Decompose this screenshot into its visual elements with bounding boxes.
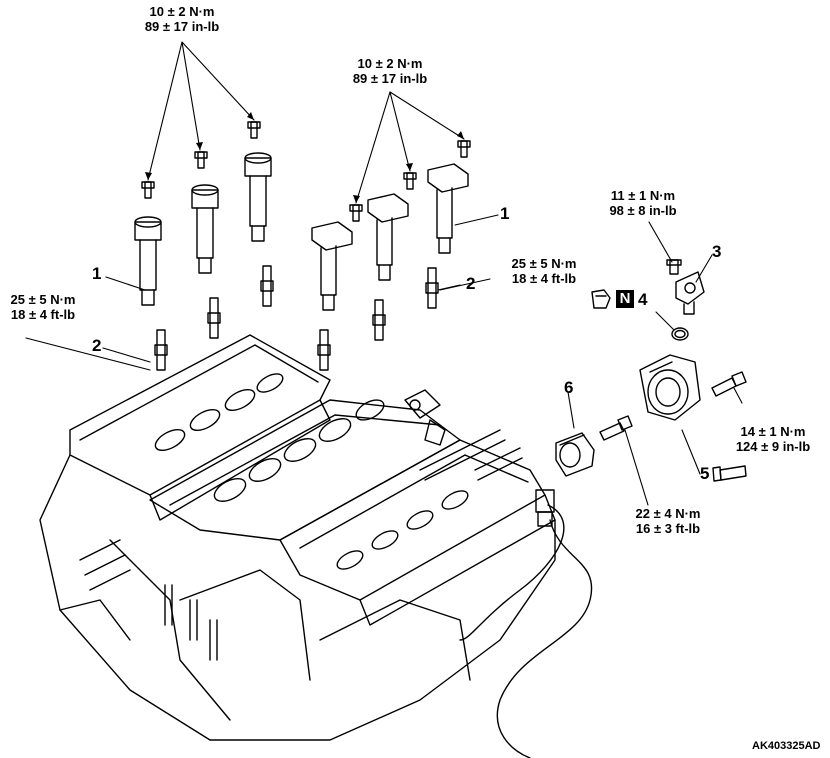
callout-sensor: 3: [712, 242, 722, 261]
arrowheads: [145, 112, 464, 203]
callout-coil-left: 1: [92, 264, 102, 283]
ignition-coil-left-3: [244, 152, 272, 242]
coil-bolts: [141, 121, 471, 222]
ignition-coil-left-1: [134, 216, 162, 306]
torque-coil-right: 10 ± 2 N·m 89 ± 17 in-lb: [352, 56, 428, 86]
sensor-housing: [639, 354, 701, 421]
n-symbol-box: [616, 290, 634, 308]
torque-sensor-bolt: 11 ± 1 N·m 98 ± 8 in-lb: [609, 188, 677, 218]
ignition-coil-right-3: [427, 163, 469, 254]
o-ring: [671, 327, 689, 341]
bracket: [555, 432, 595, 477]
ignition-coil-left-2: [191, 184, 219, 274]
leader-lines: [25, 41, 743, 506]
ignition-coil-right-2: [367, 193, 409, 281]
callout-plug-left: 2: [92, 336, 102, 355]
callout-coil-right: 1: [500, 204, 510, 223]
n-symbol: N: [619, 290, 631, 307]
engine-block: [39, 334, 593, 758]
ignition-coil-right-1: [311, 221, 353, 311]
torque-plug-left: 25 ± 5 N·m 18 ± 4 ft-lb: [10, 292, 76, 322]
housing-bolt: [711, 371, 747, 397]
torque-housing-bolt: 14 ± 1 N·m 124 ± 9 in-lb: [735, 424, 811, 454]
torque-bracket-bolt: 22 ± 4 N·m 16 ± 3 ft-lb: [635, 506, 701, 536]
lubricate-symbol: [591, 289, 611, 309]
torque-coil-left: 10 ± 2 N·m 89 ± 17 in-lb: [144, 4, 220, 34]
figure-code: AK403325AD: [752, 740, 821, 752]
callout-housing-bolt: 5: [700, 464, 710, 483]
bracket-bolt: [599, 415, 633, 441]
sensor: [666, 259, 705, 315]
callout-plug-right: 2: [466, 274, 476, 293]
callout-bracket: 6: [564, 378, 574, 397]
spark-plugs: [154, 265, 439, 371]
callout-oring: 4: [638, 290, 648, 309]
bolt-5: [712, 465, 747, 482]
torque-plug-right: 25 ± 5 N·m 18 ± 4 ft-lb: [511, 256, 577, 286]
